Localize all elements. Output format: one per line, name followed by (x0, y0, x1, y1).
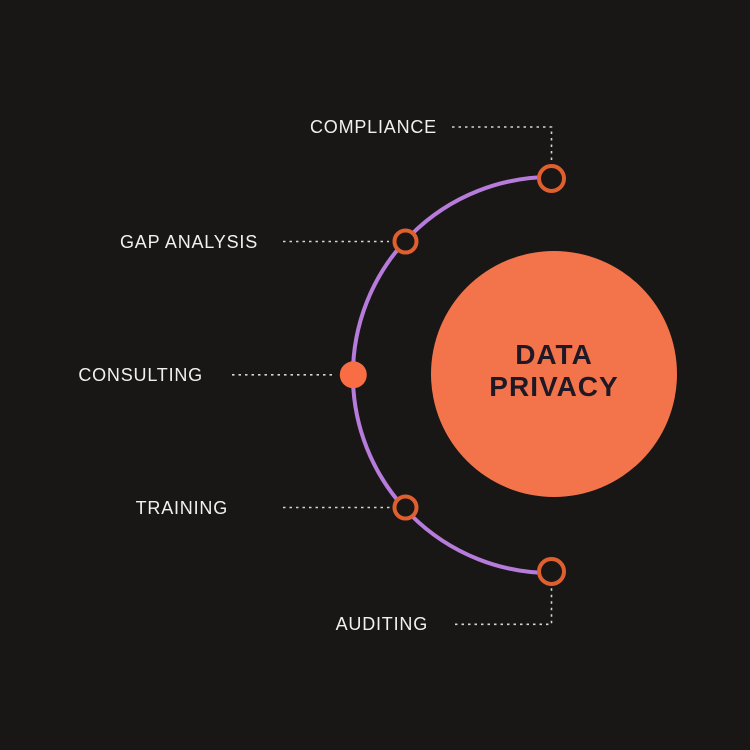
node-compliance (537, 164, 566, 193)
node-training (392, 494, 419, 521)
node-consulting (339, 361, 367, 389)
diagram-title-line2: PRIVACY (489, 371, 619, 402)
diagram-title: DATA PRIVACY (489, 339, 618, 403)
connector-compliance (452, 126, 553, 163)
label-auditing: AUDITING (335, 614, 428, 634)
node-auditing (537, 557, 566, 586)
diagram-title-line1: DATA (515, 339, 593, 370)
label-gap-analysis: GAP ANALYSIS (120, 232, 258, 252)
node-gap-analysis (392, 228, 419, 255)
central-circle: DATA PRIVACY (431, 251, 677, 497)
label-compliance: COMPLIANCE (309, 117, 437, 137)
label-consulting: CONSULTING (78, 365, 203, 385)
connector-auditing (455, 588, 553, 626)
label-training: TRAINING (135, 498, 228, 518)
